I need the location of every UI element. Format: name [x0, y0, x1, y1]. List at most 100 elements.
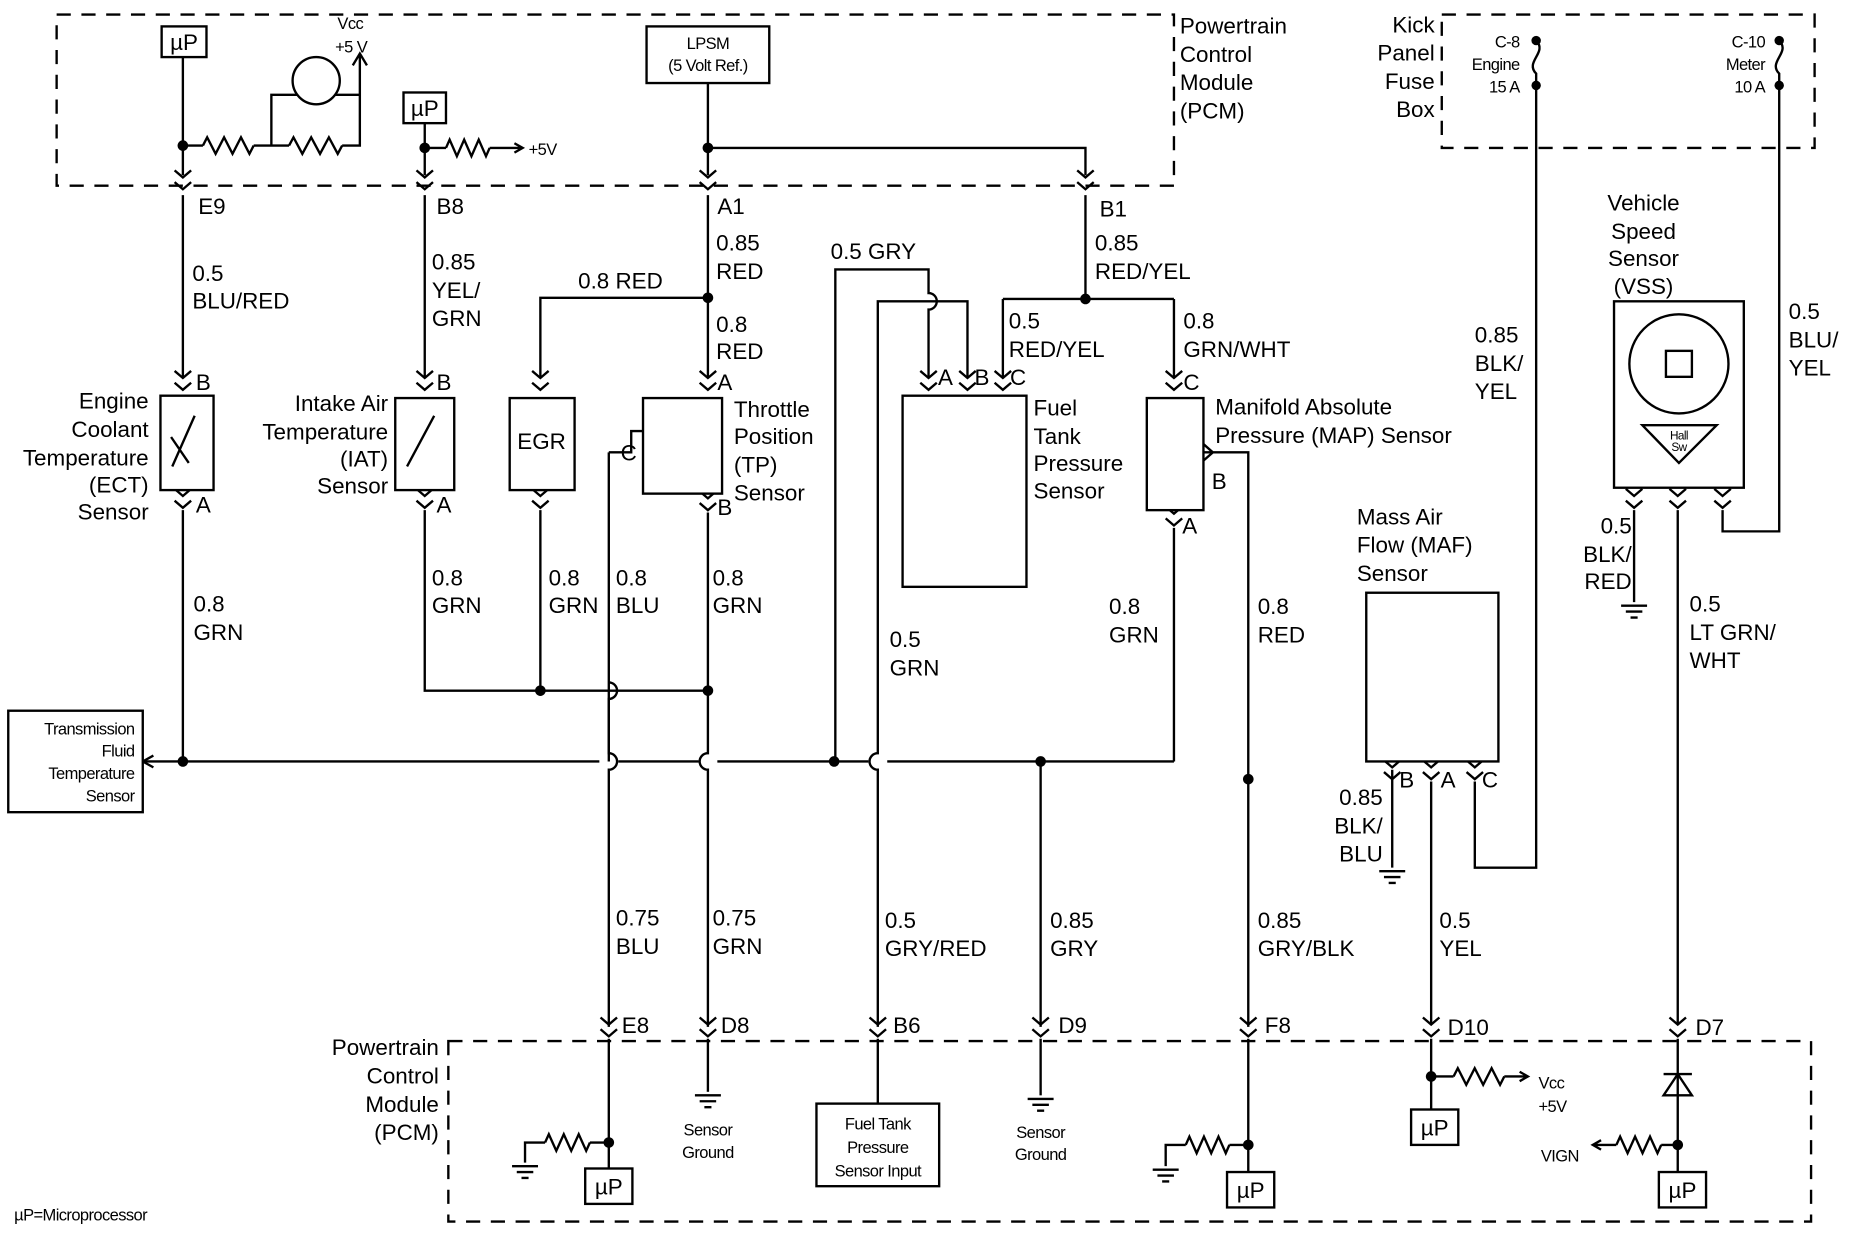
wire-label: GRN — [193, 620, 243, 645]
label: Panel — [1377, 41, 1434, 66]
wires — [55, 13, 1816, 1223]
label: Speed — [1611, 219, 1676, 244]
pin-d7: D7 — [1695, 1015, 1724, 1040]
label: Intake Air — [295, 391, 389, 416]
map-box — [1145, 396, 1205, 512]
connector-icon — [415, 488, 434, 510]
wire-label: YEL — [1439, 936, 1481, 961]
pin: A — [938, 365, 953, 390]
fuse-c10-label: 10 A — [1734, 78, 1765, 96]
egr: EGR — [508, 396, 576, 492]
wire-label: BLK/ — [1583, 542, 1632, 567]
pin: A — [196, 493, 211, 518]
label: Control — [1180, 42, 1252, 67]
wire-label: 0.8 — [616, 566, 647, 591]
connector-icon — [868, 1016, 887, 1038]
label: (VSS) — [1614, 274, 1674, 299]
legend: µP=Microprocessor — [14, 1206, 148, 1224]
wire — [607, 681, 619, 1027]
connector-icon — [698, 1016, 717, 1038]
ect-sensor: B A Engine Coolant Temperature (ECT) Sen… — [23, 370, 215, 525]
pin: C — [621, 441, 637, 466]
label: (PCM) — [1180, 98, 1245, 123]
pin: B — [717, 495, 732, 520]
ftp-box — [901, 394, 1028, 589]
wire-label: YEL — [1475, 379, 1517, 404]
microprocessor-label: µP — [1669, 1178, 1697, 1203]
wire-label: BLU — [1339, 842, 1383, 867]
label: Sw — [1671, 441, 1687, 454]
wire — [698, 512, 710, 1027]
pin-a1: A1 — [717, 194, 744, 219]
label: Box — [1396, 97, 1435, 122]
label: Pressure (MAP) Sensor — [1215, 423, 1452, 448]
label: Pressure — [1034, 451, 1124, 476]
wire-label: 0.85 — [1258, 908, 1302, 933]
connector-icon — [1164, 370, 1183, 392]
wire-label: 0.8 RED — [578, 268, 663, 293]
pcm-top-boundary — [55, 13, 1176, 187]
wire — [707, 146, 1087, 176]
label: Manifold Absolute — [1215, 395, 1392, 420]
connector-icon — [1076, 169, 1095, 191]
rotor-hub-icon — [1664, 349, 1694, 379]
pin-b6: B6 — [893, 1013, 920, 1038]
maf-box — [1365, 591, 1500, 763]
connector-icon — [415, 370, 434, 392]
wire-label: 0.8 — [1183, 308, 1214, 333]
connector-icon — [599, 1016, 618, 1038]
thermistor-icon — [406, 415, 436, 468]
connector-icon — [1239, 1016, 1258, 1038]
wire-label: 0.8 — [193, 592, 224, 617]
microprocessor-box — [160, 25, 208, 59]
sensor-ground-label: Ground — [1015, 1146, 1067, 1164]
wire-label: 0.8 — [1109, 594, 1140, 619]
thermistor-icon — [170, 415, 196, 467]
wire — [1473, 85, 1538, 869]
wire-label: 0.8 — [713, 566, 744, 591]
pin: C — [1010, 365, 1026, 390]
sensor-ground-label: Sensor — [1016, 1124, 1066, 1142]
pcm-top-label: Powertrain Control Module (PCM) — [1180, 13, 1287, 123]
wire-label: WHT — [1690, 648, 1741, 673]
wire-label: BLU/ — [1789, 327, 1840, 352]
diode-icon — [1661, 1071, 1695, 1097]
microprocessor-box — [1409, 1108, 1460, 1147]
label: Pressure — [847, 1139, 909, 1157]
wire — [868, 300, 969, 1027]
connector-icon — [173, 488, 192, 510]
fuse-c10-label: C-10 — [1732, 34, 1766, 52]
label: Hall — [1670, 429, 1688, 442]
pin: A — [717, 370, 732, 395]
iat-sensor: B A Intake Air Temperature (IAT) Sensor — [262, 370, 456, 518]
wire-label: 0.85 — [1475, 323, 1519, 348]
ground-icon — [512, 1164, 539, 1180]
connector-icon — [1422, 759, 1441, 781]
pin: B — [1399, 767, 1414, 792]
wire-label: RED/YEL — [1009, 337, 1105, 362]
wire-label: GRN — [432, 306, 482, 331]
label: Transmission — [44, 720, 135, 738]
pin: B — [1212, 469, 1227, 494]
lpsm-label: (5 Volt Ref.) — [668, 57, 748, 75]
wire — [342, 51, 368, 147]
ground-icon — [1379, 869, 1406, 885]
wire-label: YEL — [1789, 356, 1831, 381]
pin-d10: D10 — [1448, 1015, 1489, 1040]
wire-label: GRN — [1109, 622, 1159, 647]
wire-label: 0.5 — [885, 908, 916, 933]
label: Flow (MAF) — [1357, 533, 1473, 558]
fuse-c8-label: C-8 — [1495, 34, 1520, 52]
microprocessor-label: µP — [595, 1174, 623, 1199]
lpsm-label: LPSM — [687, 35, 730, 53]
fuse-icon — [1531, 39, 1541, 86]
wire-label: 0.75 — [616, 905, 660, 930]
wire — [270, 93, 360, 146]
wire-label: BLK/ — [1475, 351, 1524, 376]
wire — [834, 268, 938, 762]
connector-icon — [1031, 1016, 1050, 1038]
label: Vehicle — [1607, 190, 1679, 215]
label: Temperature — [23, 445, 149, 470]
microprocessor-box — [402, 91, 448, 125]
egr-box — [508, 396, 576, 492]
